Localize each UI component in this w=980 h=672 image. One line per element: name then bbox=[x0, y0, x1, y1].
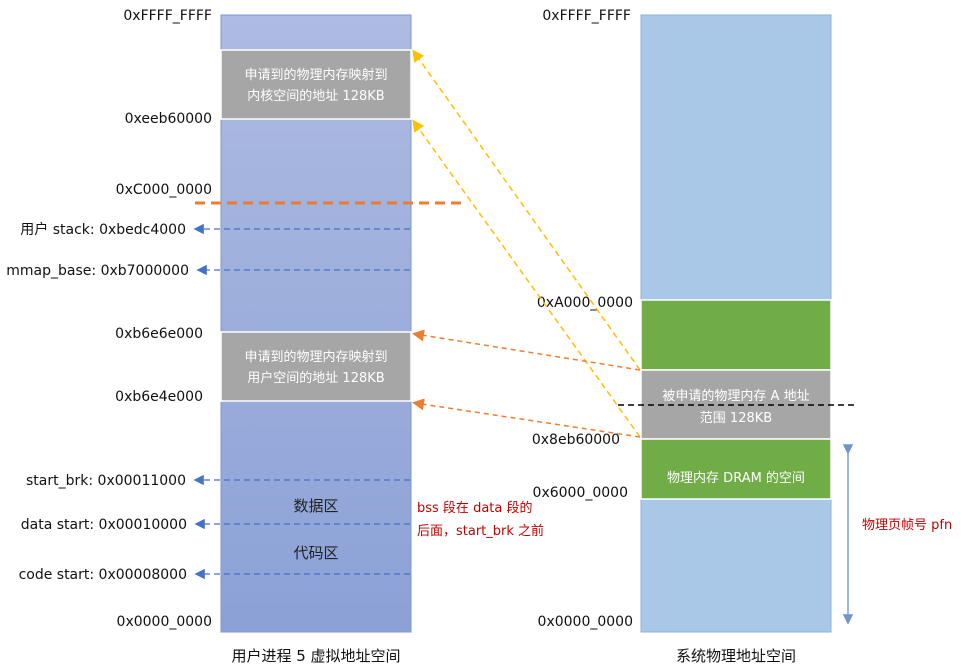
user-map-arrow-top bbox=[412, 329, 641, 371]
kernel-map-text-2: 内核空间的地址 128KB bbox=[247, 88, 384, 104]
mapping-arrows bbox=[412, 49, 641, 438]
kernel-map-arrow-top bbox=[412, 49, 641, 371]
stack-label: 用户 stack: 0xbedc4000 bbox=[20, 221, 186, 238]
kernel-map-arrow-bottom bbox=[412, 119, 641, 438]
p-addr-bottom: 0x0000_0000 bbox=[538, 614, 633, 630]
v-addr-b6e4e000: 0xb6e4e000 bbox=[115, 389, 203, 405]
virtual-caption: 用户进程 5 虚拟地址空间 bbox=[231, 647, 400, 665]
virtual-address-space: 申请到的物理内存映射到 内核空间的地址 128KB 申请到的物理内存映射到 用户… bbox=[6, 8, 544, 665]
start-brk-label: start_brk: 0x00011000 bbox=[26, 473, 186, 489]
kernel-mapped-block bbox=[220, 49, 412, 120]
dram-upper-block bbox=[640, 299, 832, 371]
bss-note-1: bss 段在 data 段的 bbox=[417, 500, 532, 516]
dram-label: 物理内存 DRAM 的空间 bbox=[667, 470, 805, 486]
physical-address-space: 被申请的物理内存 A 地址 范围 128KB 物理内存 DRAM 的空间 0xF… bbox=[532, 8, 952, 665]
bss-note-2: 后面，start_brk 之前 bbox=[417, 523, 544, 539]
pfn-label: 物理页帧号 pfn bbox=[862, 518, 952, 533]
mmap-base-label: mmap_base: 0xb7000000 bbox=[6, 263, 189, 279]
p-addr-8eb60000: 0x8eb60000 bbox=[532, 432, 620, 448]
p-addr-top: 0xFFFF_FFFF bbox=[542, 8, 631, 24]
dram-lower-block bbox=[640, 438, 832, 500]
physical-caption: 系统物理地址空间 bbox=[676, 647, 796, 665]
alloc-text-1: 被申请的物理内存 A 地址 bbox=[662, 388, 809, 404]
p-addr-a000: 0xA000_0000 bbox=[537, 295, 633, 311]
v-addr-c000: 0xC000_0000 bbox=[116, 182, 212, 198]
p-addr-6000: 0x6000_0000 bbox=[533, 485, 628, 501]
alloc-text-2: 范围 128KB bbox=[700, 411, 772, 426]
v-addr-top: 0xFFFF_FFFF bbox=[123, 8, 212, 24]
data-start-label: data start: 0x00010000 bbox=[21, 517, 187, 533]
user-map-arrow-bottom bbox=[412, 398, 641, 438]
v-addr-bottom: 0x0000_0000 bbox=[117, 614, 212, 630]
code-area-label: 代码区 bbox=[293, 544, 338, 562]
user-map-text-1: 申请到的物理内存映射到 bbox=[244, 349, 387, 365]
code-start-label: code start: 0x00008000 bbox=[19, 567, 187, 583]
kernel-map-text-1: 申请到的物理内存映射到 bbox=[244, 67, 387, 83]
data-area-label: 数据区 bbox=[293, 497, 338, 515]
user-map-text-2: 用户空间的地址 128KB bbox=[247, 370, 384, 386]
v-addr-eeb60000: 0xeeb60000 bbox=[125, 111, 212, 127]
v-addr-b6e6e000: 0xb6e6e000 bbox=[115, 326, 203, 342]
user-mapped-block bbox=[220, 331, 412, 402]
